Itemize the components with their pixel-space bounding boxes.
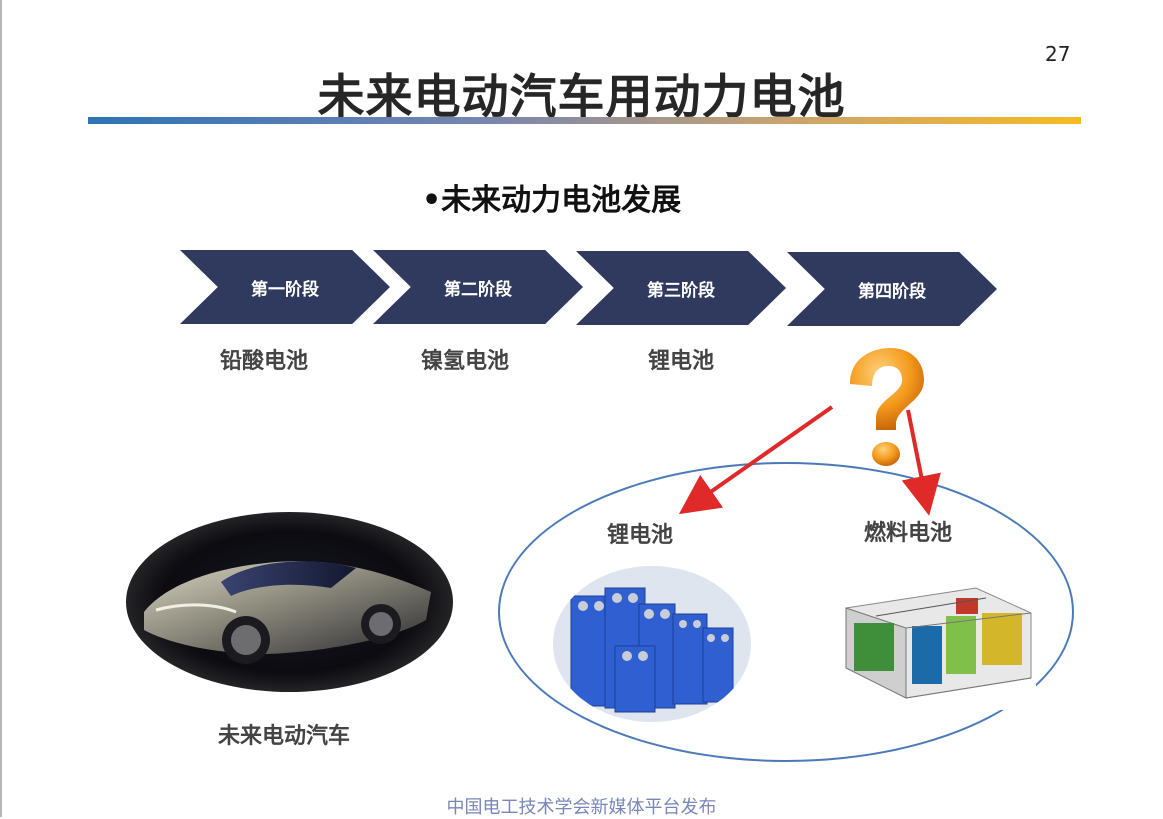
footer-credit: 中国电工技术学会新媒体平台发布 [446, 797, 717, 818]
stage-2-label: 第二阶段 [444, 279, 512, 300]
section-subtitle: •未来动力电池发展 [422, 183, 682, 218]
stage-3-battery: 锂电池 [648, 349, 715, 374]
stage-3-label: 第三阶段 [647, 280, 715, 301]
stage-2-chevron: 第二阶段 [373, 250, 583, 324]
battery-cells-icon [553, 566, 751, 722]
page-number: 27 [1045, 42, 1071, 66]
sports-car-icon [144, 561, 431, 664]
slide-title: 未来电动汽车用动力电池 [317, 70, 846, 125]
question-mark-icon [850, 348, 924, 466]
stage-4-label: 第四阶段 [858, 281, 926, 302]
fuel-cell-system-icon [845, 587, 1032, 699]
stage-3-chevron: 第三阶段 [576, 251, 786, 325]
option-fuel-cell-label: 燃料电池 [864, 521, 953, 546]
stage-1-battery: 铅酸电池 [220, 349, 309, 374]
fuel-cell-system-image [836, 568, 1036, 710]
future-car-image [126, 512, 453, 692]
title-underline [88, 117, 1081, 124]
lithium-battery-image [553, 566, 751, 722]
stage-1-label: 第一阶段 [251, 279, 319, 300]
stage-1-chevron: 第一阶段 [180, 250, 390, 324]
slide-left-border [0, 0, 2, 817]
stage-4-chevron: 第四阶段 [787, 252, 997, 326]
future-car-label: 未来电动汽车 [218, 724, 351, 749]
stage-2-battery: 镍氢电池 [421, 349, 510, 374]
option-lithium-label: 锂电池 [607, 523, 674, 548]
